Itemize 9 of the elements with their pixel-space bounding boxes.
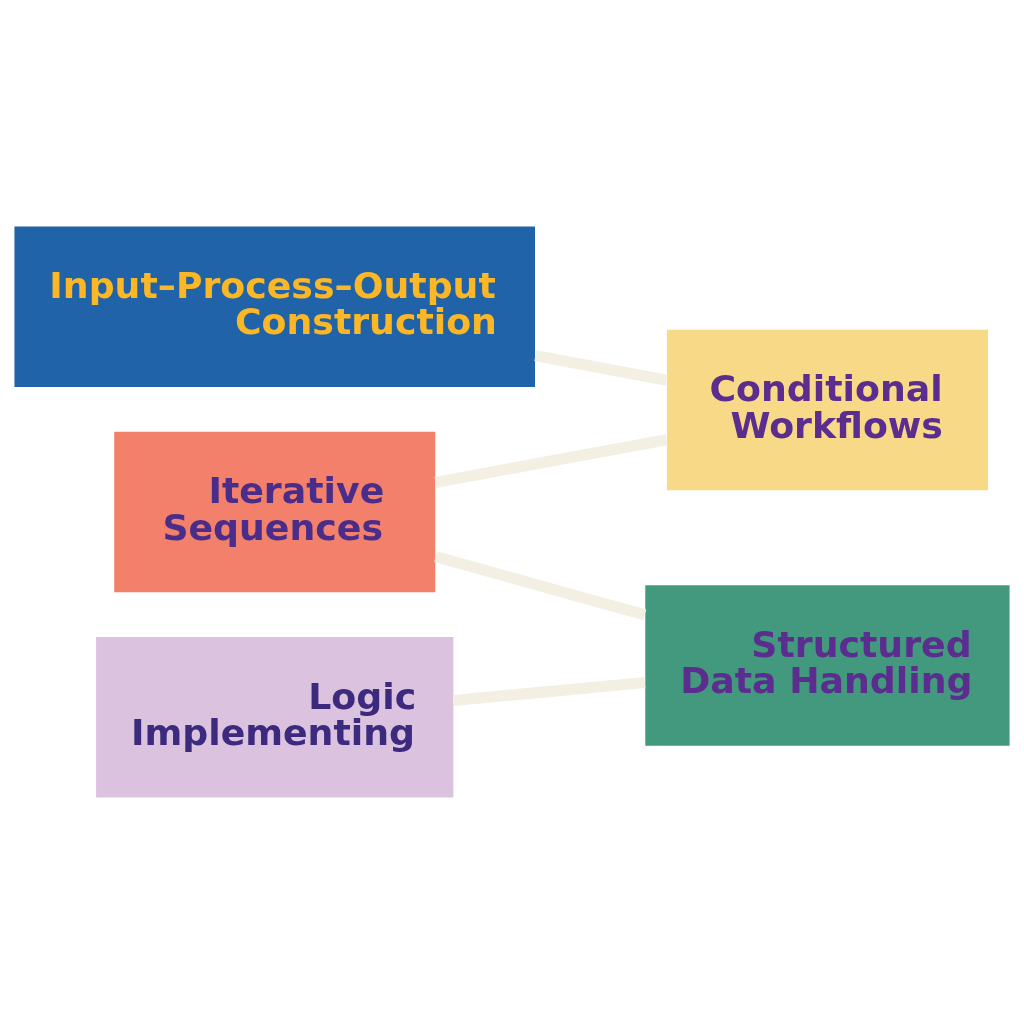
node-box: Structured Data Handling [645,585,1010,746]
node-box: Conditional Workflows [666,329,988,491]
connector [434,434,668,488]
connector [453,676,646,707]
node-box: Logic Implementing [96,636,454,798]
node-box: Iterative Sequences [114,431,436,593]
node-box: Input–Process–Output Construction [14,226,536,388]
connector [534,350,668,386]
connector [434,551,647,621]
